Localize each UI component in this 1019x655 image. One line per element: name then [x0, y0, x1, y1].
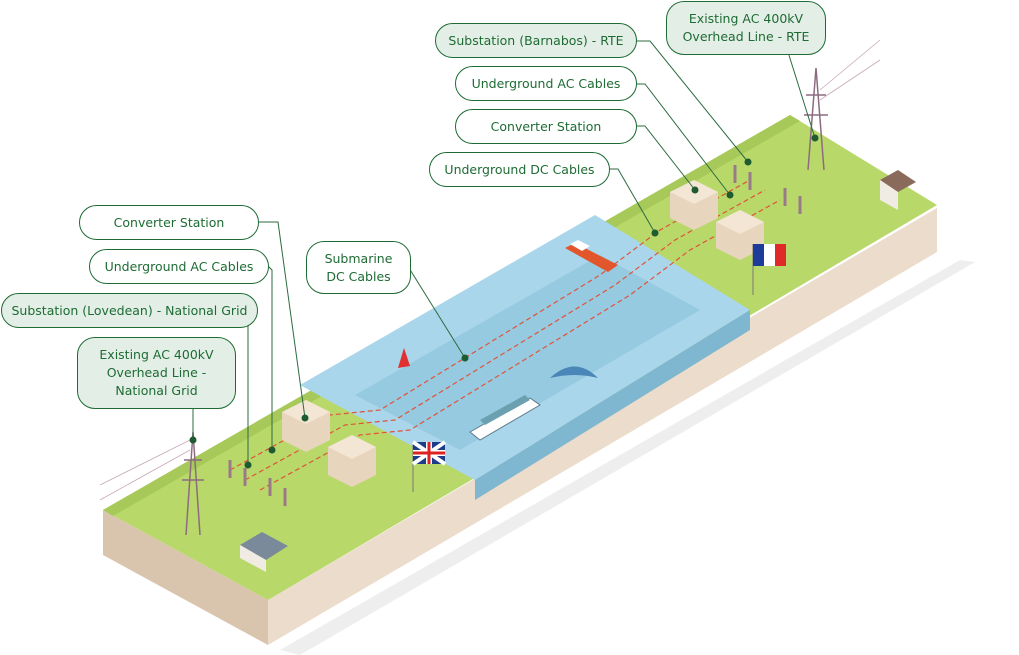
sea-trench	[355, 255, 700, 450]
slab-left-face	[103, 510, 268, 645]
dc-cable-3	[259, 199, 781, 491]
uk-converter-station	[282, 400, 376, 487]
label-fr-converter-station: Converter Station	[455, 109, 637, 144]
label-fr-overhead-line: Existing AC 400kV Overhead Line - RTE	[666, 1, 826, 55]
slab-front-face	[268, 208, 937, 645]
label-uk-converter-station: Converter Station	[79, 205, 259, 240]
label-uk-underground-ac-cables: Underground AC Cables	[89, 249, 269, 284]
uk-flag	[411, 440, 447, 492]
france-flag	[752, 244, 786, 295]
label-uk-substation: Substation (Lovedean) - National Grid	[1, 293, 258, 328]
label-submarine-dc-cables: Submarine DC Cables	[306, 241, 411, 294]
label-fr-underground-dc-cables: Underground DC Cables	[429, 152, 610, 187]
fr-substation	[733, 165, 802, 214]
fr-house	[880, 170, 916, 210]
uk-house	[240, 532, 288, 572]
dc-cable-2	[244, 189, 766, 481]
dc-cable-1	[229, 179, 751, 471]
tanker-ship	[565, 240, 618, 272]
label-fr-underground-ac-cables: Underground AC Cables	[455, 66, 637, 101]
label-uk-overhead-line: Existing AC 400kV Overhead Line - Nation…	[77, 337, 236, 409]
sailboat	[398, 348, 410, 368]
uk-substation	[228, 460, 287, 506]
cables	[229, 179, 781, 491]
label-fr-substation: Substation (Barnabos) - RTE	[435, 23, 637, 58]
leader-dots	[189, 134, 819, 469]
ground-shadow	[280, 260, 975, 655]
sea-front-face	[475, 310, 750, 500]
cruise-ship	[469, 395, 541, 441]
dolphin	[550, 366, 598, 378]
